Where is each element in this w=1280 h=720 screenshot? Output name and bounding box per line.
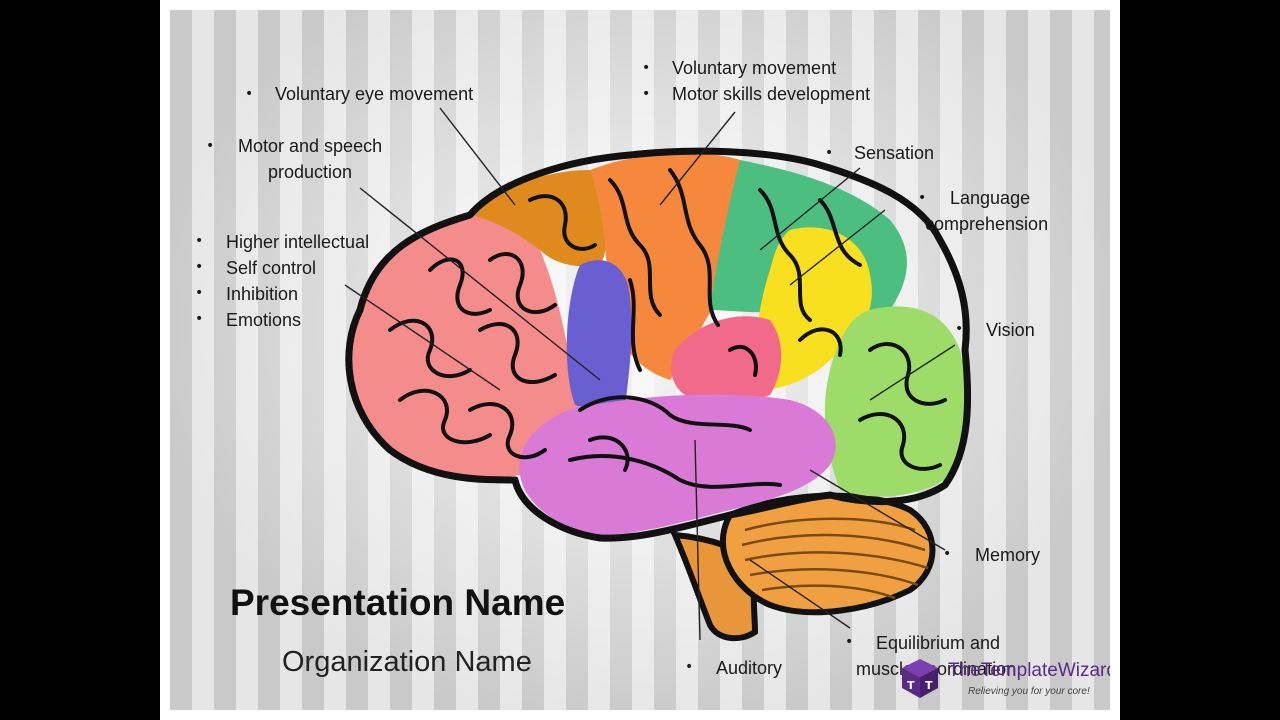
bullet-icon: • (195, 233, 204, 249)
limbic-region (671, 316, 782, 403)
label-auditory: Auditory (716, 658, 783, 678)
bullet-icon: • (195, 311, 204, 327)
label-sensation: Sensation (854, 143, 935, 163)
label-motor-speech-line2: production (268, 162, 353, 182)
leader-lines (344, 107, 956, 641)
temporal-lobe (519, 394, 836, 535)
label-voluntary-eye-movement: Voluntary eye movement (275, 84, 474, 104)
bullet-icon: • (943, 546, 952, 562)
bullet-icon: • (642, 60, 651, 76)
logo-tagline: Relieving you for your core! (968, 686, 1090, 697)
slide: • Voluntary eye movement • Voluntary mov… (160, 0, 1120, 720)
bullet-icon: • (245, 86, 254, 102)
organization-name: Organization Name (282, 646, 532, 678)
label-motor-speech-line1: Motor and speech (238, 136, 383, 156)
label-motor-skills-development: Motor skills development (672, 84, 871, 104)
template-wizard-logo: T T TheTemplateWizard Relieving you for … (898, 656, 1110, 706)
label-memory: Memory (975, 545, 1041, 565)
label-language-line1: Language (950, 188, 1031, 208)
label-vision: Vision (986, 320, 1035, 340)
label-equilibrium-line1: Equilibrium and (876, 633, 1001, 653)
slide-canvas: • Voluntary eye movement • Voluntary mov… (170, 10, 1110, 710)
premotor-region (470, 170, 607, 267)
label-higher-intellectual: Higher intellectual (226, 232, 370, 252)
logo-name: TheTemplateWizard (948, 660, 1110, 681)
bullet-icon: • (685, 659, 694, 675)
bullet-icon: • (195, 259, 204, 275)
bullet-icon: • (918, 190, 927, 206)
brain-outline (345, 147, 972, 542)
bullet-icon: • (825, 145, 834, 161)
label-language-line2: comprehension (925, 214, 1049, 234)
cerebellum-folds (741, 517, 929, 600)
bullet-icon: • (845, 634, 854, 650)
label-inhibition: Inhibition (226, 284, 299, 304)
label-self-control: Self control (226, 258, 317, 278)
presentation-title: Presentation Name (230, 582, 566, 623)
bullet-icon: • (195, 285, 204, 301)
occipital-lobe (824, 306, 965, 497)
label-voluntary-movement: Voluntary movement (672, 58, 837, 78)
bullet-icon: • (642, 86, 651, 102)
bullet-icon: • (955, 321, 964, 337)
broca-area (566, 260, 632, 411)
cube-icon: T T (902, 659, 938, 698)
svg-text:T: T (925, 679, 933, 692)
label-emotions: Emotions (226, 310, 302, 330)
brain-diagram (344, 107, 972, 642)
bullet-icon: • (206, 138, 215, 154)
svg-text:T: T (907, 679, 915, 692)
